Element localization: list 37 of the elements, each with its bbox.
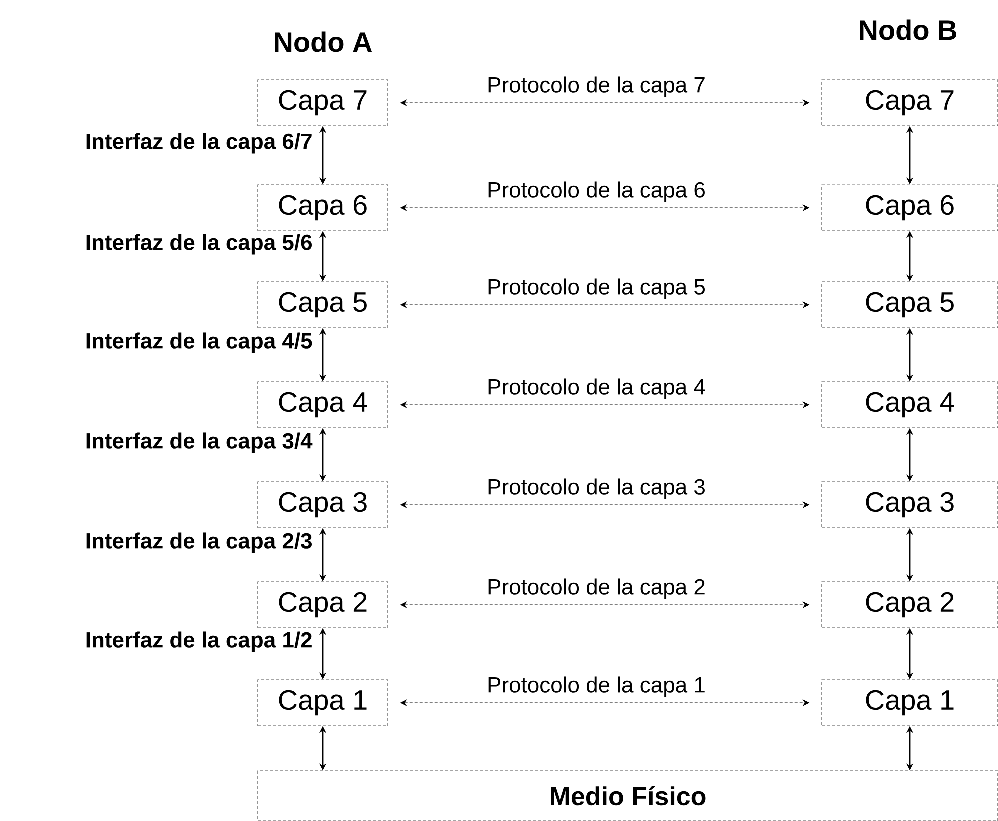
arrow (400, 204, 810, 212)
layer-box: Capa 2 (822, 582, 998, 628)
edge-label: Protocolo de la capa 1 (488, 676, 705, 698)
layer-box: Medio Físico (258, 770, 998, 821)
arrow (400, 100, 810, 106)
layer-box: Capa 3 (822, 482, 998, 528)
edge-label: Protocolo de la capa 5 (488, 278, 705, 300)
arrow (400, 502, 810, 508)
arrow (400, 602, 810, 608)
edge-label: Protocolo de la capa 3 (488, 478, 705, 500)
heading: Nodo B (860, 20, 956, 40)
layer-box: Capa 5 (822, 282, 998, 328)
edge-label: Interfaz de la capa 6/7 (86, 133, 312, 154)
edge-label: Interfaz de la capa 2/3 (86, 532, 312, 554)
layer-box: Capa 5 (258, 282, 388, 328)
edge-label: Protocolo de la capa 4 (488, 378, 706, 400)
layer-box: Capa 4 (822, 382, 998, 428)
layer-box: Capa 2 (258, 582, 388, 628)
edge-label: Interfaz de la capa 1/2 (86, 632, 312, 652)
edge-label: Interfaz de la capa 3/4 (86, 432, 313, 454)
edge-label: Protocolo de la capa 2 (488, 578, 705, 600)
arrow (400, 700, 810, 706)
arrow (400, 402, 810, 408)
edge-label: Interfaz de la capa 4/5 (86, 332, 312, 354)
layer-box: Capa 1 (822, 680, 998, 726)
layer-box: Capa 6 (258, 184, 388, 232)
layer-box: Capa 3 (258, 482, 388, 528)
heading: Nodo A (275, 32, 372, 52)
edge-label: Protocolo de la capa 6 (488, 182, 705, 202)
layer-box: Capa 7 (822, 80, 998, 126)
edge-label: Interfaz de la capa 5/6 (86, 234, 312, 255)
layer-box: Capa 6 (822, 184, 998, 232)
layer-box: Capa 1 (258, 680, 388, 726)
edge-label: Protocolo de la capa 7 (488, 76, 705, 98)
layer-box: Capa 7 (258, 80, 388, 126)
layer-box: Capa 4 (258, 382, 388, 428)
arrow (400, 302, 810, 308)
